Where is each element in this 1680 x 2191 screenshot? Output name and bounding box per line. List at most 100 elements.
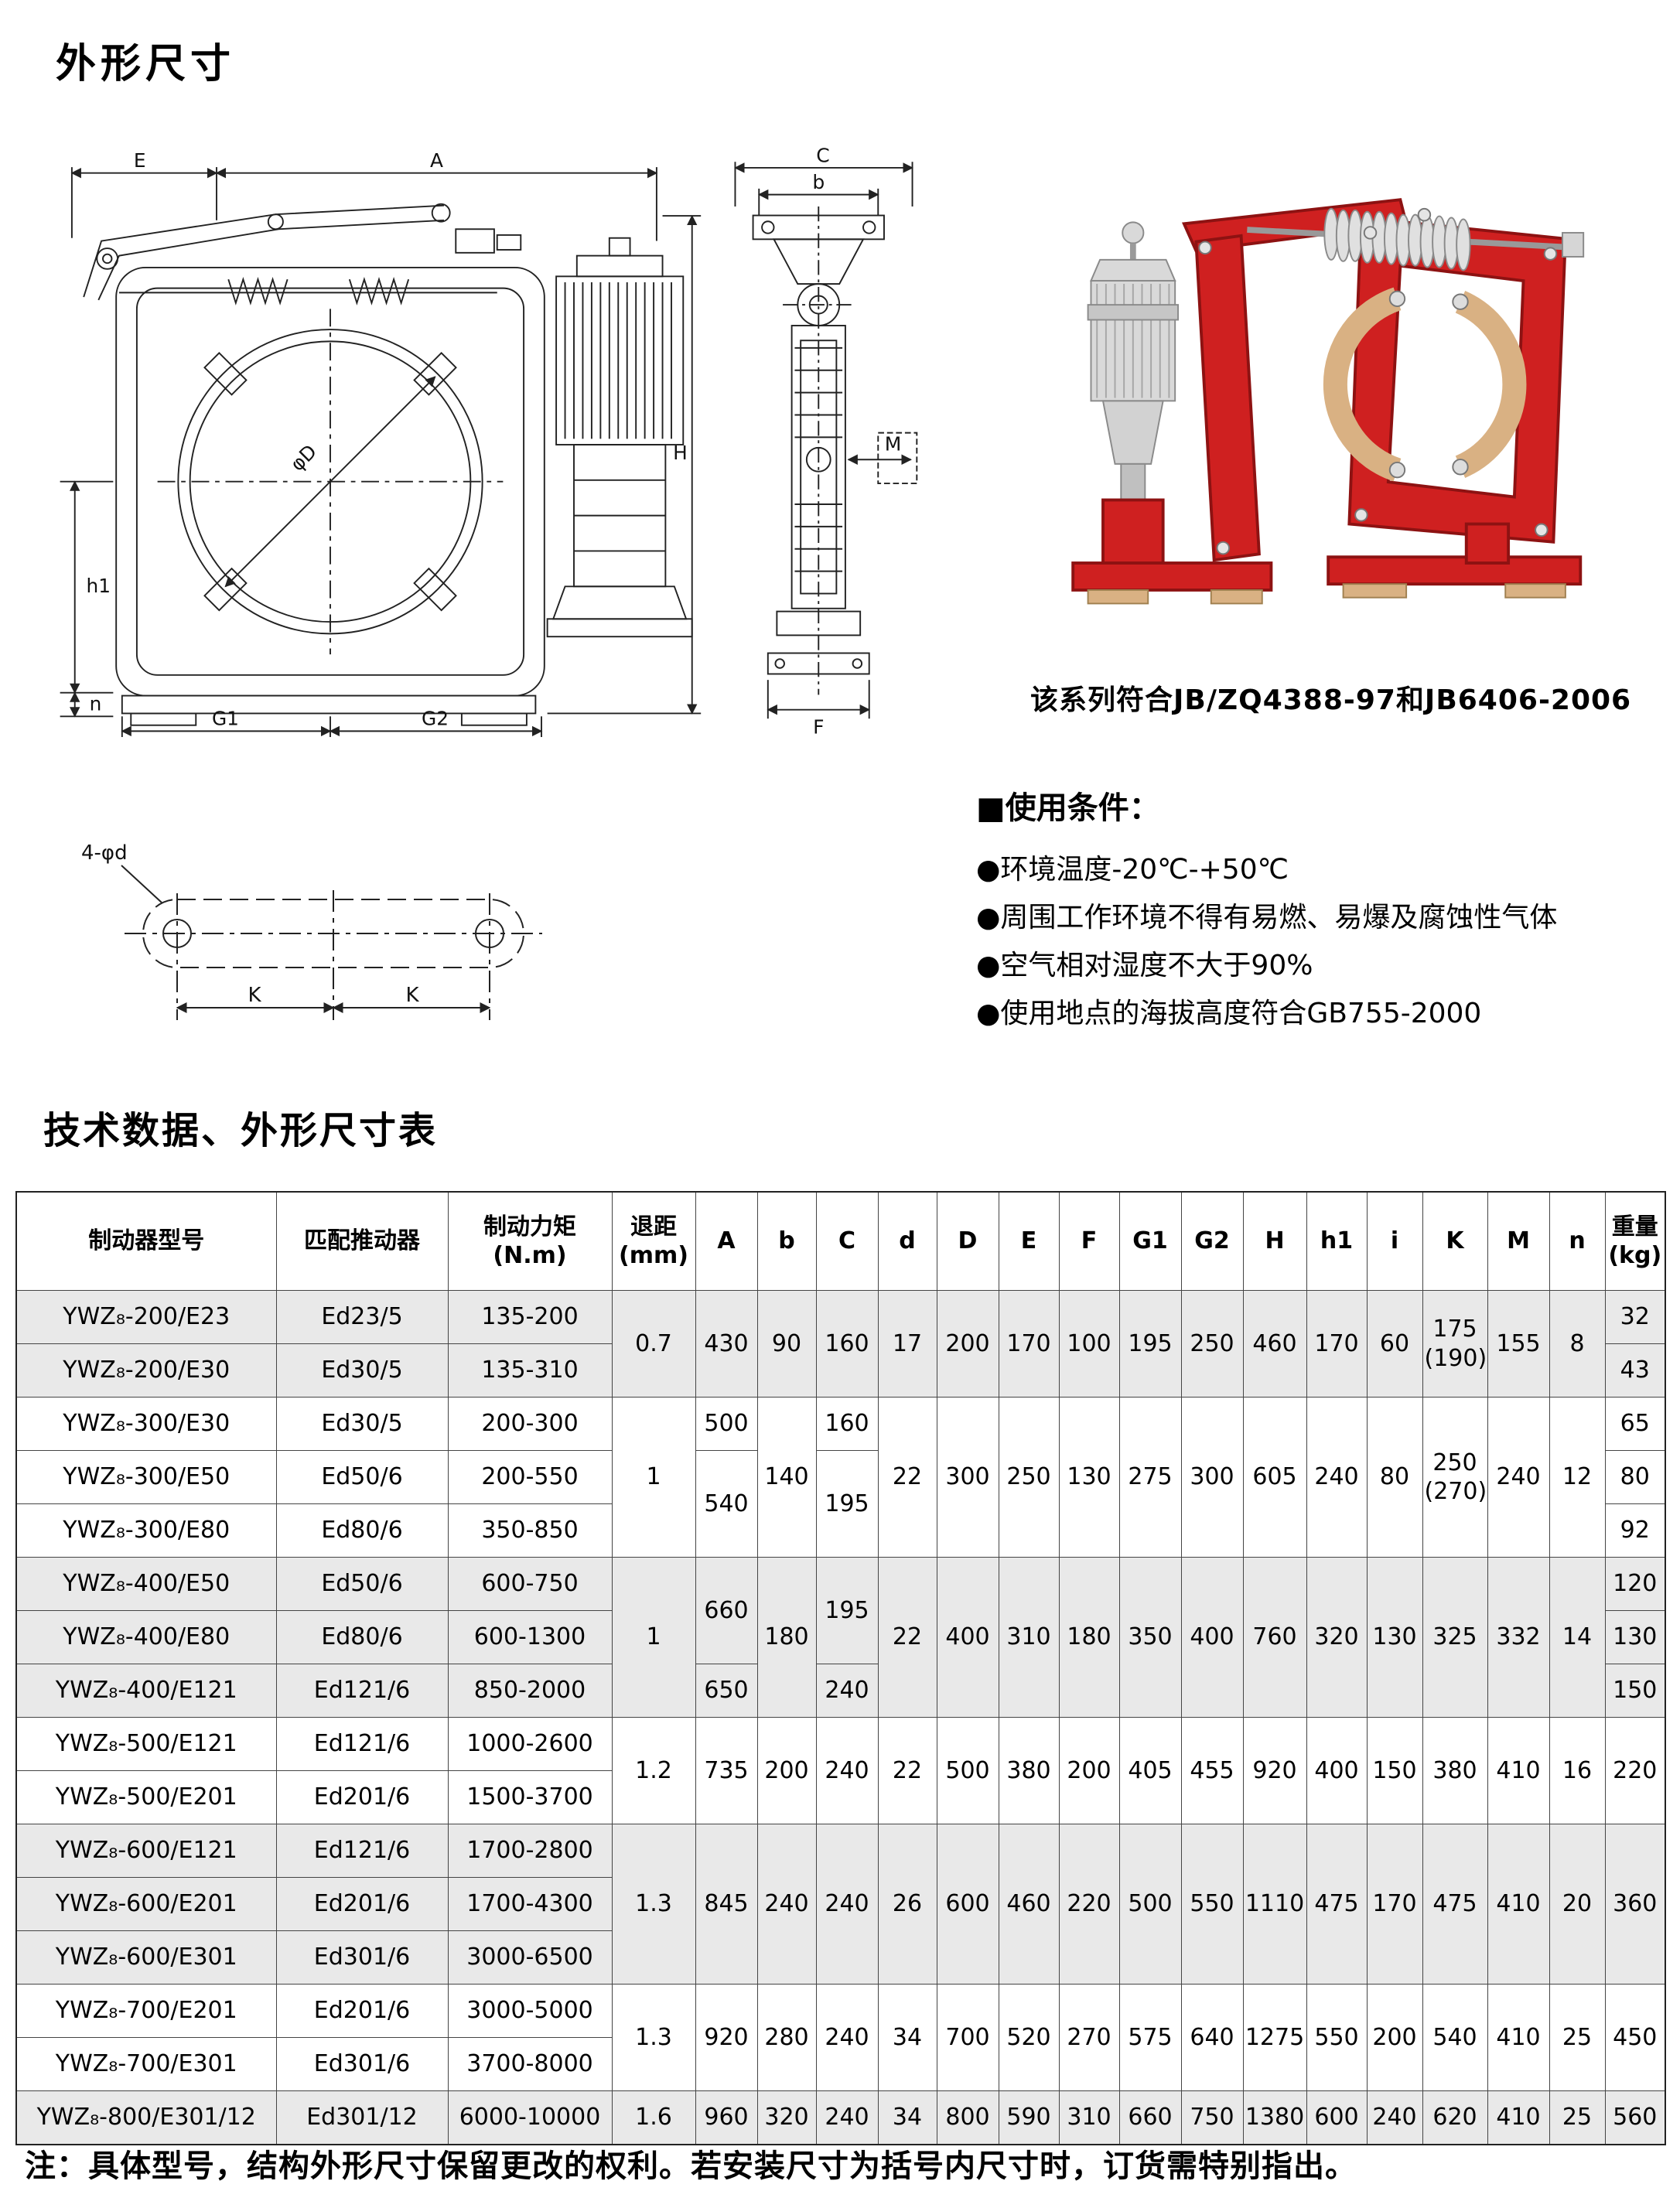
usage-condition-item: ●周围工作环境不得有易燃、易爆及腐蚀性气体	[976, 902, 1558, 933]
table-cell: 430	[695, 1290, 758, 1398]
table-cell: 1.2	[611, 1717, 696, 1824]
table-cell: 320	[756, 2090, 817, 2145]
table-cell: 250 (270)	[1422, 1397, 1488, 1558]
table-cell: 410	[1487, 1984, 1550, 2091]
column-header: K	[1422, 1191, 1488, 1291]
usage-condition-item: ●空气相对湿度不大于90%	[976, 950, 1313, 981]
table-cell: 1.6	[611, 2090, 696, 2145]
table-cell: 240	[1366, 2090, 1423, 2145]
table-cell: YWZ₈-700/E301	[15, 2037, 277, 2091]
mounting-view-svg: 4-φd K K	[81, 841, 542, 1020]
table-cell: 240	[1306, 1397, 1368, 1558]
table-cell: 3000-5000	[447, 1984, 613, 2038]
table-cell: 300	[936, 1397, 999, 1558]
table-cell: 605	[1242, 1397, 1307, 1558]
column-header: 制动器型号	[15, 1191, 277, 1291]
table-cell: YWZ₈-300/E30	[15, 1397, 277, 1451]
table-cell: 180	[756, 1557, 817, 1718]
table-cell: YWZ₈-800/E301/12	[15, 2090, 277, 2145]
table-cell: 160	[815, 1290, 879, 1398]
table-cell: 600-1300	[447, 1610, 613, 1664]
table-cell: YWZ₈-200/E30	[15, 1343, 277, 1398]
table-cell: 410	[1487, 1717, 1550, 1824]
table-cell: 410	[1487, 2090, 1550, 2145]
table-cell: 16	[1549, 1717, 1606, 1824]
table-cell: YWZ₈-600/E301	[15, 1930, 277, 1985]
table-cell: 1500-3700	[447, 1770, 613, 1824]
front-view-labels: E A H φD h1 n G1 G2	[87, 149, 688, 730]
table-cell: YWZ₈-200/E23	[15, 1290, 277, 1344]
table-cell: 14	[1549, 1557, 1606, 1718]
table-cell: 130	[1058, 1397, 1120, 1558]
dim-label-n: n	[90, 693, 102, 715]
table-cell: 845	[695, 1824, 758, 1985]
table-cell: 650	[695, 1664, 758, 1718]
table-cell: 92	[1604, 1503, 1666, 1558]
table-cell: 405	[1118, 1717, 1182, 1824]
column-header: H	[1242, 1191, 1307, 1291]
dim-label-h: H	[673, 442, 688, 464]
mounting-view-drawing: 4-φd K K	[66, 831, 561, 1043]
table-cell: 150	[1604, 1664, 1666, 1718]
table-cell: 1.3	[611, 1824, 696, 1985]
table-cell: 325	[1422, 1557, 1488, 1718]
column-header: d	[877, 1191, 937, 1291]
table-cell: 600	[936, 1824, 999, 1985]
table-cell: 20	[1549, 1824, 1606, 1985]
table-cell: 25	[1549, 1984, 1606, 2091]
dim-label-e: E	[134, 149, 146, 172]
table-cell: YWZ₈-400/E50	[15, 1557, 277, 1611]
table-cell: Ed30/5	[275, 1397, 449, 1451]
table-cell: 275	[1118, 1397, 1182, 1558]
table-cell: 200	[756, 1717, 817, 1824]
table-cell: 735	[695, 1717, 758, 1824]
product-photo	[1006, 155, 1609, 668]
table-cell: 200	[936, 1290, 999, 1398]
table-cell: 240	[815, 1717, 879, 1824]
dim-label-m: M	[885, 433, 902, 456]
dim-label-g2: G2	[422, 708, 449, 730]
table-cell: 160	[815, 1397, 879, 1451]
dim-label-h1: h1	[87, 575, 111, 597]
table-cell: 6000-10000	[447, 2090, 613, 2145]
front-view-geometry	[60, 167, 702, 737]
table-cell: 200	[1366, 1984, 1423, 2091]
table-cell: 540	[695, 1450, 758, 1558]
table-cell: 170	[998, 1290, 1060, 1398]
table-cell: 400	[1306, 1717, 1368, 1824]
table-cell: Ed23/5	[275, 1290, 449, 1344]
front-view-drawing: E A H φD h1 n G1 G2	[54, 147, 704, 746]
table-cell: 90	[756, 1290, 817, 1398]
table-cell: 455	[1180, 1717, 1244, 1824]
table-cell: 195	[815, 1557, 879, 1664]
table-cell: 1110	[1242, 1824, 1307, 1985]
table-cell: 240	[815, 1824, 879, 1985]
table-cell: Ed30/5	[275, 1343, 449, 1398]
dim-label-b: b	[812, 171, 825, 193]
table-cell: 560	[1604, 2090, 1666, 2145]
table-cell: 250	[998, 1397, 1060, 1558]
table-cell: 520	[998, 1984, 1060, 2091]
table-cell: 460	[1242, 1290, 1307, 1398]
table-cell: 200-300	[447, 1397, 613, 1451]
table-cell: 100	[1058, 1290, 1120, 1398]
table-cell: 43	[1604, 1343, 1666, 1398]
page-title: 外形尺寸	[56, 41, 236, 87]
column-header: E	[998, 1191, 1060, 1291]
table-cell: 640	[1180, 1984, 1244, 2091]
table-cell: YWZ₈-500/E201	[15, 1770, 277, 1824]
table-cell: 175 (190)	[1422, 1290, 1488, 1398]
column-header: h1	[1306, 1191, 1368, 1291]
column-header: 匹配推动器	[275, 1191, 449, 1291]
table-cell: 760	[1242, 1557, 1307, 1718]
table-cell: 1275	[1242, 1984, 1307, 2091]
table-cell: Ed121/6	[275, 1664, 449, 1718]
